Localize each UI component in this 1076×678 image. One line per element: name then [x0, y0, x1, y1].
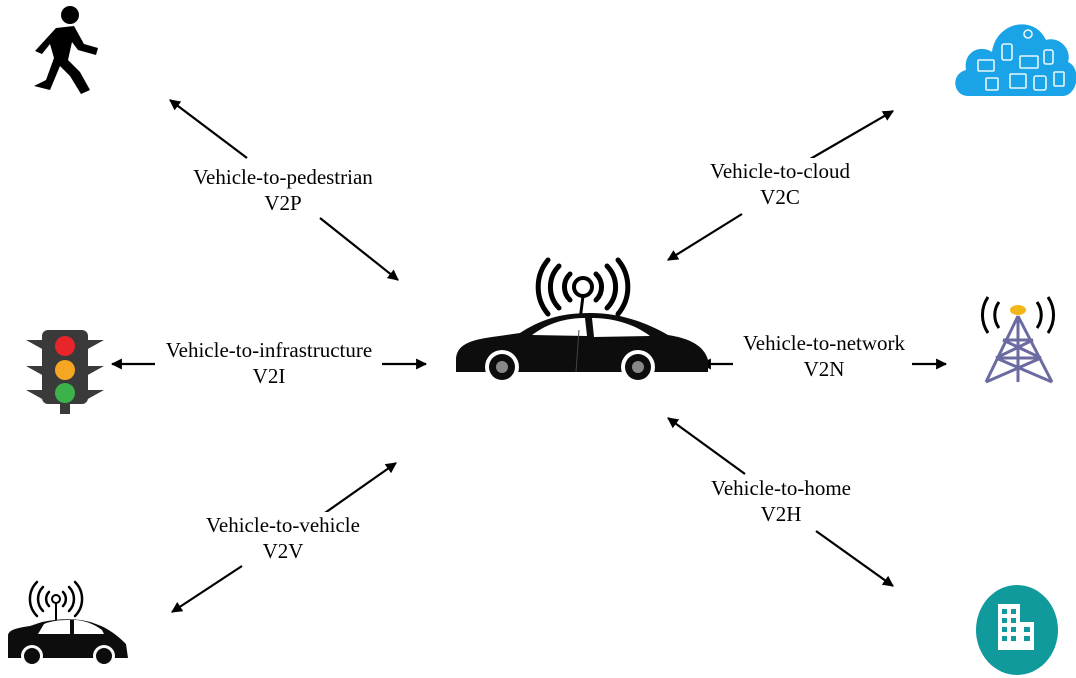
- infrastructure-node: [26, 330, 104, 414]
- arrow-v2c: [667, 110, 894, 261]
- building-icon: [976, 585, 1058, 675]
- label-v2i: Vehicle-to-infrastructure V2I: [165, 337, 373, 389]
- traffic-light-icon: [26, 330, 104, 414]
- label-v2i-name: Vehicle-to-infrastructure: [165, 338, 373, 362]
- pedestrian-node: [34, 6, 98, 94]
- label-v2h-name: Vehicle-to-home: [711, 476, 851, 500]
- arrow-v2h: [667, 417, 894, 587]
- vehicle-node: [8, 580, 128, 667]
- label-v2p-name: Vehicle-to-pedestrian: [193, 165, 373, 189]
- label-v2c: Vehicle-to-cloud V2C: [710, 158, 850, 210]
- label-v2i-abbr: V2I: [252, 364, 286, 388]
- home-node: [976, 585, 1058, 675]
- arrow-v2v: [171, 462, 397, 613]
- cell-tower-icon: [981, 296, 1055, 384]
- cloud-icon: [955, 24, 1076, 96]
- label-v2c-abbr: V2C: [760, 185, 800, 209]
- label-v2p-abbr: V2P: [264, 191, 302, 215]
- label-v2v-name: Vehicle-to-vehicle: [206, 513, 360, 537]
- arrow-v2p: [169, 99, 399, 281]
- label-v2n: Vehicle-to-network V2N: [742, 330, 906, 382]
- label-v2p: Vehicle-to-pedestrian V2P: [193, 164, 373, 216]
- label-v2h-abbr: V2H: [760, 502, 802, 526]
- label-v2n-abbr: V2N: [803, 357, 845, 381]
- label-v2n-name: Vehicle-to-network: [742, 331, 906, 355]
- label-v2h: Vehicle-to-home V2H: [711, 475, 851, 527]
- connected-car-icon: [456, 257, 708, 384]
- signal-waves-icon: [535, 257, 631, 317]
- connected-car-icon: [8, 580, 128, 667]
- label-v2c-name: Vehicle-to-cloud: [710, 159, 850, 183]
- network-node: [981, 296, 1055, 384]
- label-v2v: Vehicle-to-vehicle V2V: [206, 512, 360, 564]
- label-v2v-abbr: V2V: [262, 539, 304, 563]
- pedestrian-icon: [34, 6, 98, 94]
- center-car: [456, 257, 708, 384]
- cloud-node: [955, 24, 1076, 96]
